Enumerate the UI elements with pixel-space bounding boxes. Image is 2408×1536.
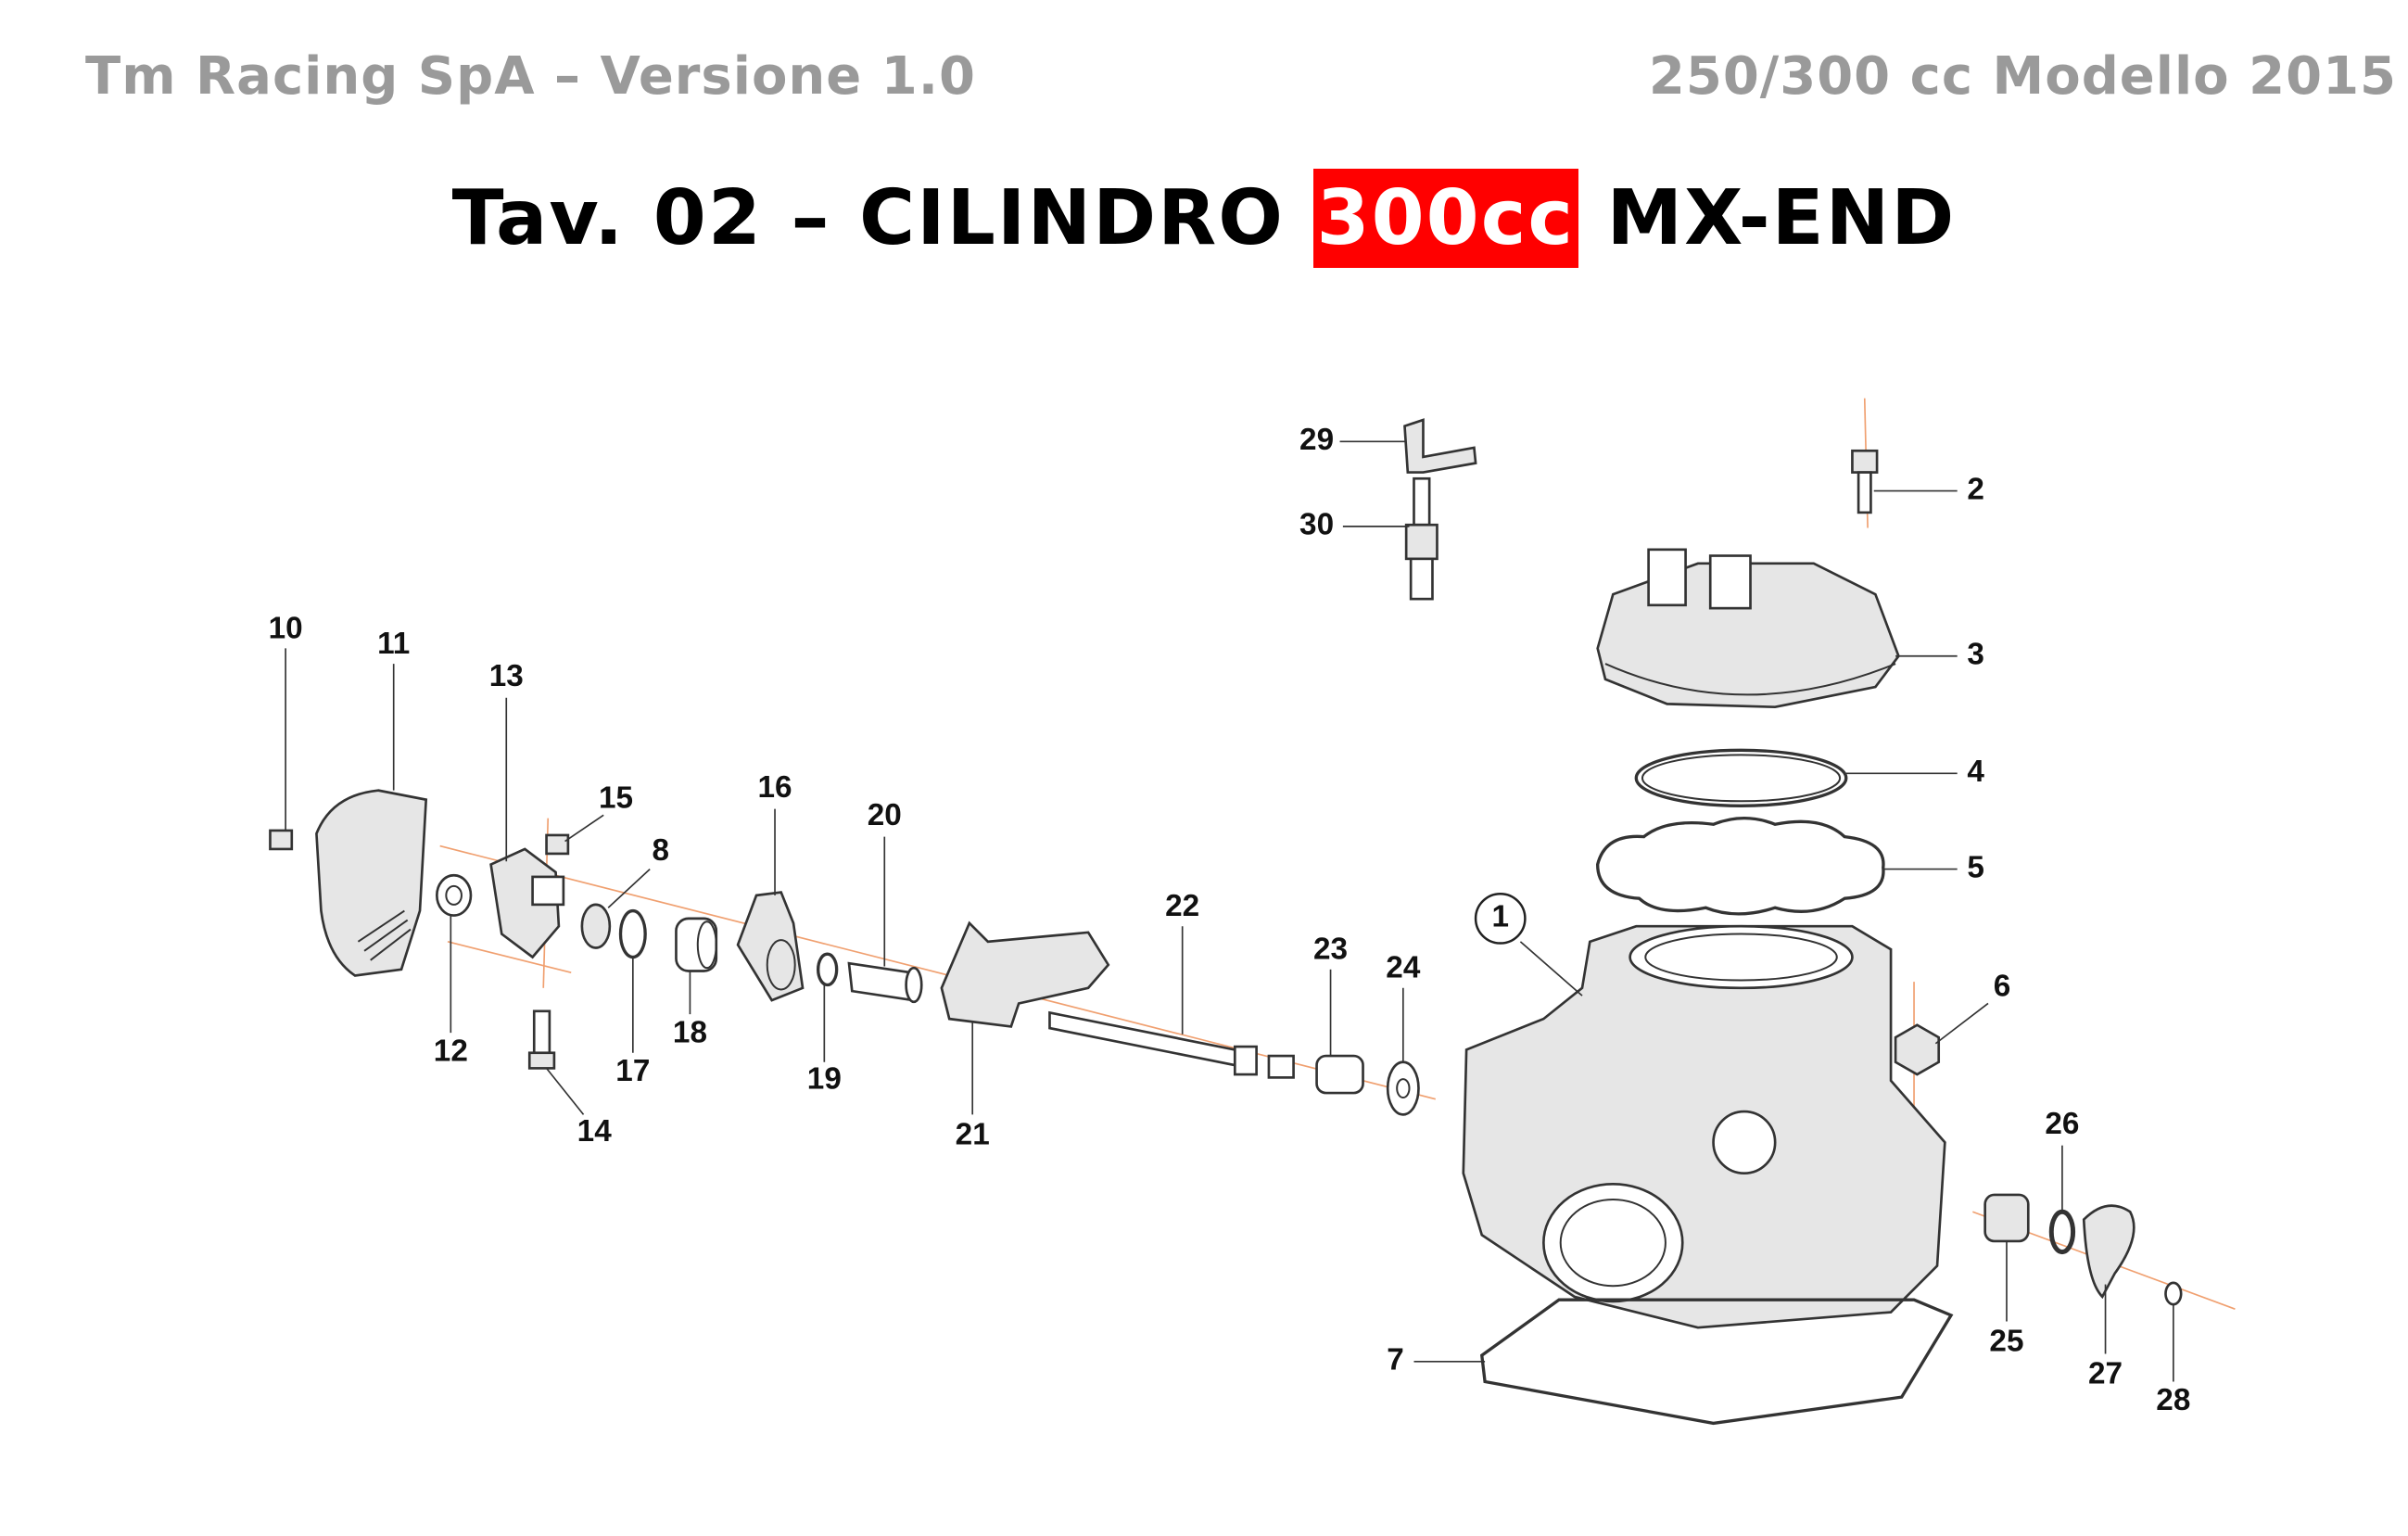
part-head-gasket	[1595, 817, 1885, 916]
callout-13: 13	[489, 659, 524, 693]
header-left: Tm Racing SpA – Versione 1.0	[85, 46, 976, 107]
part-washer-12	[436, 873, 473, 917]
callout-14: 14	[577, 1114, 613, 1149]
part-shaft-22	[1048, 1010, 1295, 1079]
part-base-gasket	[1479, 1298, 1954, 1426]
part-oring-19	[817, 952, 839, 987]
callout-5: 5	[1967, 850, 1984, 884]
part-screw-10	[269, 829, 294, 851]
part-side-bushing	[1983, 1193, 2030, 1243]
part-nut	[1894, 1023, 1941, 1076]
callout-10: 10	[269, 611, 303, 645]
part-side-oring	[2048, 1209, 2076, 1255]
callout-25: 25	[1989, 1325, 2023, 1359]
part-screw-14	[527, 1009, 556, 1070]
part-head-bolt	[1851, 449, 1879, 514]
part-bushing-18	[675, 917, 718, 972]
axis-lines	[439, 398, 2236, 1310]
callout-23: 23	[1313, 933, 1348, 967]
callout-8: 8	[653, 833, 670, 868]
callout-1-circle	[1474, 892, 1527, 945]
part-spark-plug	[1404, 476, 1438, 601]
part-bearing-8	[580, 903, 612, 949]
callout-18: 18	[673, 1016, 707, 1050]
callout-27: 27	[2088, 1357, 2123, 1391]
part-valve-cover	[315, 789, 428, 977]
callout-1: 1	[1491, 900, 1509, 934]
part-cylinder-head	[1596, 548, 1900, 709]
part-cylinder	[1462, 924, 1946, 1329]
part-side-cover	[2082, 1204, 2136, 1300]
title-highlight: 300cc	[1312, 169, 1578, 268]
callout-29: 29	[1299, 423, 1334, 457]
callout-7: 7	[1387, 1343, 1404, 1377]
callout-30: 30	[1299, 508, 1334, 542]
part-washer-24	[1386, 1060, 1420, 1116]
callout-21: 21	[956, 1117, 990, 1151]
part-pin-15	[545, 833, 570, 856]
part-actuator-13	[489, 847, 565, 959]
part-spark-plug-cap	[1403, 418, 1477, 474]
callout-3: 3	[1967, 638, 1984, 672]
header-right: 250/300 cc Modello 2015	[1648, 46, 2397, 107]
part-lever-21	[940, 920, 1110, 1028]
part-circlip-17	[618, 908, 647, 959]
callout-17: 17	[615, 1054, 650, 1088]
callout-6: 6	[1994, 970, 2011, 1004]
title-prefix: Tav. 02 – CILINDRO	[451, 174, 1313, 262]
callout-20: 20	[868, 798, 902, 832]
page-title: Tav. 02 – CILINDRO 300cc MX-END	[0, 169, 2408, 268]
part-head-oring	[1634, 748, 1848, 807]
callout-22: 22	[1165, 889, 1199, 923]
part-sleeve-20	[847, 961, 923, 1004]
callout-19: 19	[807, 1062, 842, 1097]
callout-28: 28	[2156, 1383, 2190, 1417]
leader-lines	[285, 440, 2174, 1382]
title-suffix: MX-END	[1578, 174, 1957, 262]
part-flange-16	[736, 891, 805, 1002]
callout-15: 15	[599, 781, 633, 815]
callout-16: 16	[758, 770, 792, 805]
callout-4: 4	[1967, 755, 1984, 789]
callout-2: 2	[1967, 472, 1984, 506]
callout-24: 24	[1386, 951, 1421, 985]
callout-12: 12	[434, 1035, 468, 1069]
callout-11: 11	[377, 627, 410, 661]
part-bushing-23	[1315, 1054, 1364, 1095]
callout-26: 26	[2045, 1107, 2079, 1141]
part-small-washer	[2164, 1281, 2183, 1306]
